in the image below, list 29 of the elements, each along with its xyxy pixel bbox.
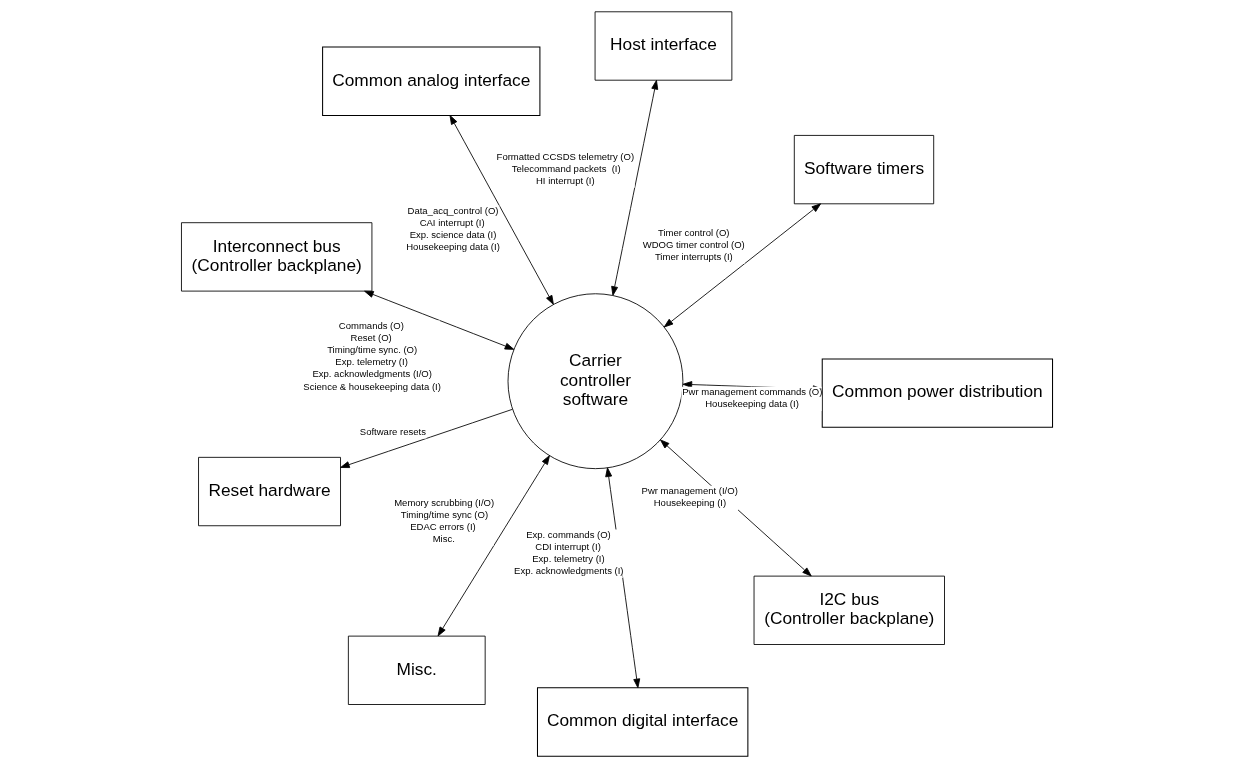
edge-label: CAI interrupt (I) xyxy=(419,217,485,229)
edge-label: Memory scrubbing (I/O) xyxy=(393,496,494,508)
edge-label: Housekeeping data (I) xyxy=(405,241,500,253)
edge-label: Pwr management commands (O) xyxy=(681,386,822,398)
edge-label: HI interrupt (I) xyxy=(535,175,595,187)
edge-label: Commands (O) xyxy=(338,319,404,331)
edge-label: Formatted CCSDS telemetry (O) xyxy=(496,150,634,162)
edge-label: Data_acq_control (O) xyxy=(407,205,499,217)
edge-label: Software resets xyxy=(359,425,426,437)
edge-label: Timer control (O) xyxy=(657,226,729,238)
edge-label: Pwr management (I/O) xyxy=(641,485,738,497)
edge-label: Telecommand packets (I) xyxy=(511,163,621,175)
edge-label: WDOG timer control (O) xyxy=(642,239,745,251)
edge-label: CDI interrupt (I) xyxy=(534,541,601,553)
edge-label: Science & housekeeping data (I) xyxy=(302,380,441,392)
edge-label: Exp. acknowledgments (I/O) xyxy=(311,368,432,380)
edge-label: Misc. xyxy=(432,533,455,545)
edge-label: Timer interrupts (I) xyxy=(654,251,733,263)
edge-label: Reset (O) xyxy=(350,332,392,344)
edge-label: Exp. science data (I) xyxy=(409,229,496,241)
edge-label: Timing/time sync (O) xyxy=(400,508,488,520)
edge-label: Housekeeping data (I) xyxy=(704,398,799,410)
edge-label: Exp. commands (O) xyxy=(525,528,611,540)
edge-label: EDAC errors (I) xyxy=(409,521,476,532)
edge-label: Exp. acknowledgments (I) xyxy=(513,565,624,577)
edge-label: Exp. telemetry (I) xyxy=(334,356,408,368)
edge-label: Housekeeping (I) xyxy=(653,497,726,509)
edge-label: Timing/time sync. (O) xyxy=(326,344,417,356)
edge-label: Exp. telemetry (I) xyxy=(531,553,605,565)
